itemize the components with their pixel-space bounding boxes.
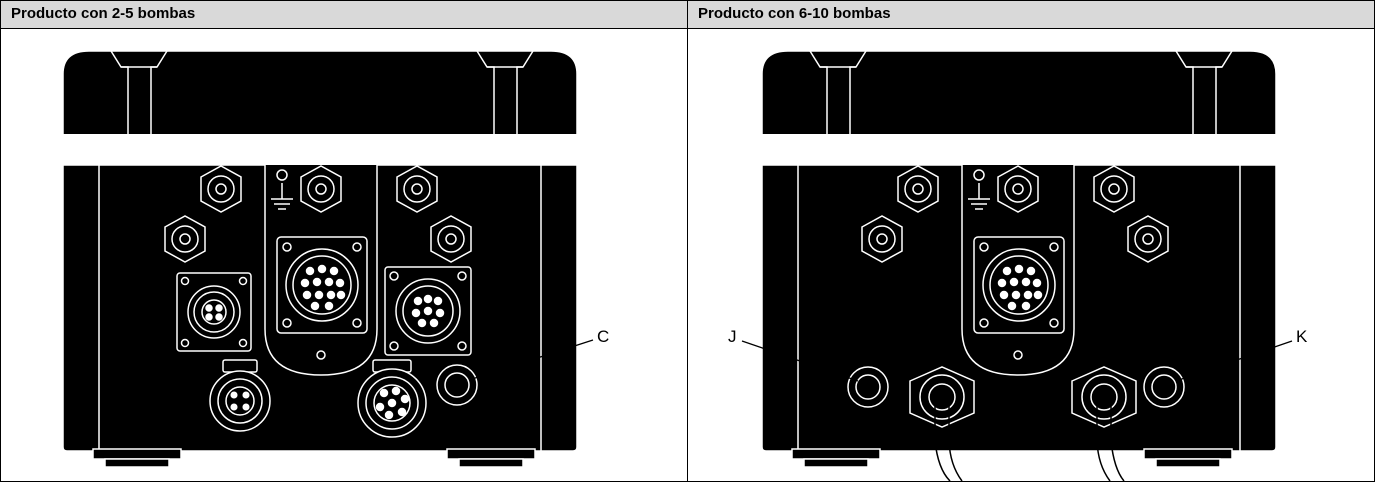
controller-rear-view-6-10 <box>741 50 1293 481</box>
panel-6-10-pumps: Producto con 6-10 bombas <box>687 1 1374 481</box>
handle-left <box>110 50 168 165</box>
handle-right <box>476 50 534 165</box>
cable-left <box>934 399 963 481</box>
top-cap <box>761 50 1277 136</box>
leader-line-k <box>1175 340 1293 382</box>
panel-title: Producto con 2-5 bombas <box>1 1 687 29</box>
cable-right <box>1096 399 1125 481</box>
controller-rear-view-2-5 <box>62 50 594 468</box>
ground-symbol-icon <box>968 169 990 210</box>
top-cap <box>62 50 578 136</box>
callout-j: J <box>728 327 737 346</box>
plug-c <box>436 364 478 406</box>
connector-left <box>176 272 252 352</box>
leader-line-j <box>741 340 859 382</box>
fitting-nut <box>861 165 1169 263</box>
fitting-nut <box>164 165 472 263</box>
plug-j <box>847 366 889 408</box>
round-connector-left <box>209 359 271 432</box>
ground-symbol-icon <box>271 169 293 210</box>
feet <box>92 448 536 468</box>
callout-k: K <box>1296 327 1308 346</box>
feet <box>791 448 1233 468</box>
panel-2-5-pumps: Producto con 2-5 bombas <box>1 1 687 481</box>
panel-title: Producto con 6-10 bombas <box>688 1 1374 29</box>
main-connector <box>973 236 1065 360</box>
cable-gland-left <box>909 366 975 428</box>
connector-right <box>384 266 472 356</box>
plug-k <box>1143 366 1185 408</box>
handle-right <box>1175 50 1233 165</box>
handle-left <box>809 50 867 165</box>
callout-c: C <box>597 327 610 346</box>
cable-gland-right <box>1071 366 1137 428</box>
round-connector-right <box>357 359 427 438</box>
main-connector <box>276 236 368 360</box>
leader-line-c <box>468 339 594 381</box>
